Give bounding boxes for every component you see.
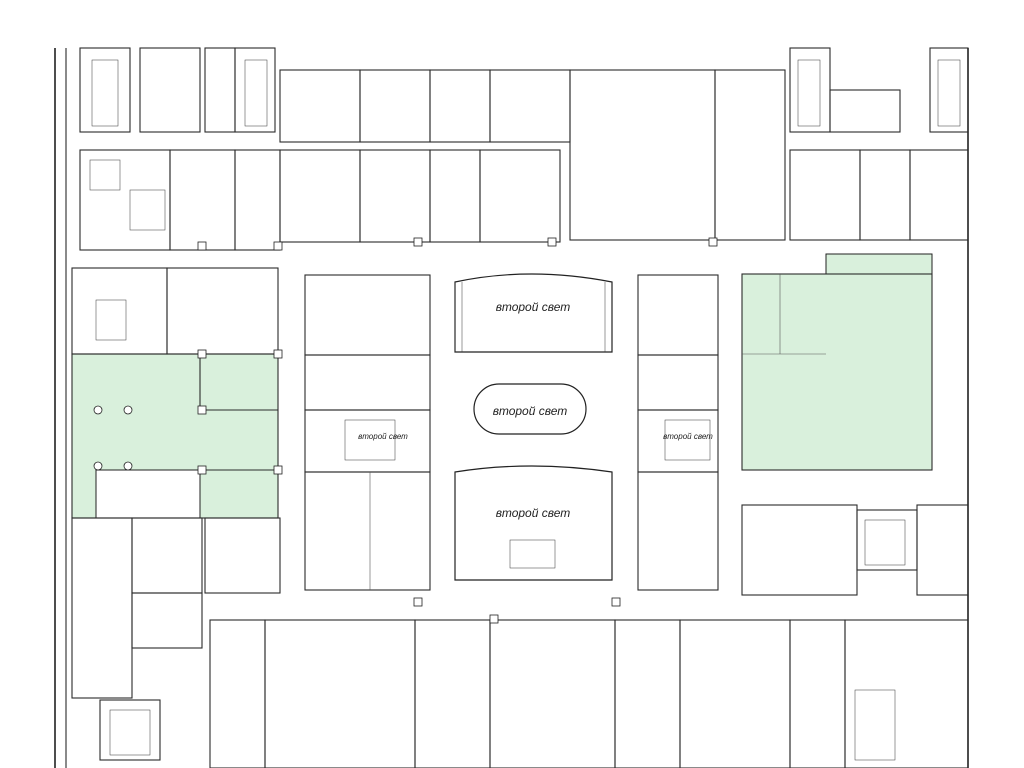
highlighted-area-left[interactable] <box>71 353 279 519</box>
left-block-rooms <box>71 267 281 761</box>
center-right-block <box>637 274 719 591</box>
atrium-label-top: второй свет <box>496 300 571 314</box>
top-room-band <box>79 47 969 241</box>
right-block-rooms <box>741 273 969 596</box>
second-row-rooms <box>79 149 969 251</box>
structural-columns <box>93 237 718 624</box>
bottom-room-band <box>209 619 969 768</box>
center-left-block <box>304 274 431 591</box>
stair-label-right: второй свет <box>663 432 713 441</box>
atrium-label-bottom: второй свет <box>496 506 571 520</box>
stair-label-left: второй свет <box>358 432 408 441</box>
atrium <box>454 273 613 581</box>
highlighted-area-right[interactable] <box>741 253 933 471</box>
atrium-label-middle: второй свет <box>493 404 568 418</box>
